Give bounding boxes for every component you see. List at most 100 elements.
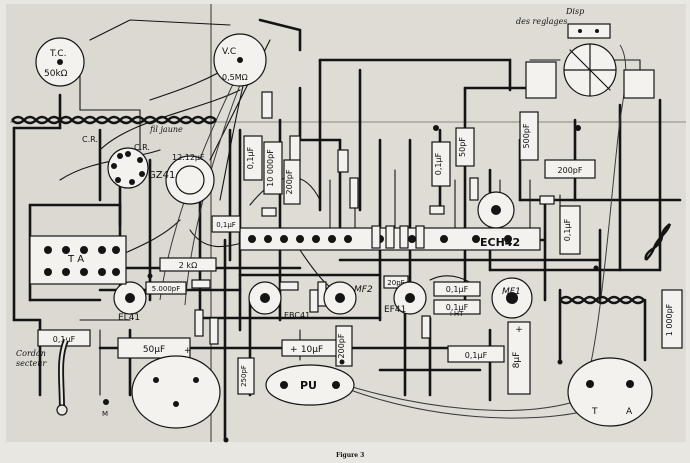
resistor (209, 317, 219, 345)
twisted-lead-left (11, 115, 217, 125)
cap-01uf-ech: 0,1μF (433, 281, 481, 297)
pickup-socket (265, 364, 355, 406)
resistor (429, 205, 445, 215)
terminal-block-ta (29, 235, 127, 285)
svg-text:5.000pF: 5.000pF (152, 285, 181, 293)
label-ht: +HT (448, 310, 464, 318)
resistor (421, 315, 431, 339)
label-mf1: MF1 (502, 287, 521, 297)
svg-text:200pF: 200pF (285, 169, 294, 194)
svg-text:200pF: 200pF (337, 333, 346, 358)
resistor (261, 207, 277, 217)
svg-text:200pF: 200pF (558, 166, 583, 175)
cap-10uf: 10μF + (281, 339, 343, 357)
label-ta-left: T A (67, 254, 84, 265)
cap-01uf-bottom: 0,1μF (447, 345, 505, 363)
resistor (385, 225, 395, 249)
label-t: T (591, 407, 598, 417)
svg-text:0,1μF: 0,1μF (434, 152, 443, 175)
resistor (337, 149, 349, 173)
svg-text:+: + (184, 346, 192, 356)
pot-tone-control (35, 37, 85, 87)
svg-text:8μF: 8μF (512, 352, 522, 369)
resistor (349, 177, 359, 209)
twisted-lead-right (559, 223, 672, 305)
label-cr-1: C.R. (82, 135, 98, 144)
tube-ech42 (477, 191, 515, 229)
resistor (309, 289, 319, 313)
resistor (191, 279, 211, 289)
cap-200pf-ef: 200pF (335, 325, 353, 367)
range-switch (525, 23, 655, 99)
label-a: A (626, 407, 633, 417)
cap-500pf: 500pF (519, 111, 539, 161)
label-des-reglages: des reglages (516, 17, 567, 26)
label-secteur: secteur (16, 359, 47, 368)
tube-ebc41 (248, 281, 282, 315)
cap-200pf-mid: 200pF (283, 159, 301, 205)
svg-text:+: + (290, 345, 298, 355)
electrolytic-can (165, 155, 215, 205)
svg-text:50pF: 50pF (458, 137, 467, 157)
resistor (415, 225, 425, 249)
resistor (279, 281, 299, 291)
label-fil-jaune: fil jaune (149, 125, 183, 134)
cap-01uf-right: 0,1μF (559, 205, 581, 255)
resistor (371, 225, 381, 249)
figure-caption: Figure 3 (336, 452, 364, 459)
resistor (194, 309, 204, 337)
output-transformer (131, 355, 221, 429)
svg-text:0,1μF: 0,1μF (446, 303, 469, 312)
resistor (469, 177, 479, 201)
cap-1000pf: 1 000pF (661, 289, 683, 349)
resistor (539, 195, 555, 205)
svg-text:10μF: 10μF (301, 345, 323, 355)
svg-text:0,1μF: 0,1μF (563, 218, 572, 241)
cap-01uf-tube: 0,1μF (211, 215, 241, 233)
svg-text:500pF: 500pF (522, 123, 531, 148)
cap-250pf: 250pF (237, 357, 255, 395)
label-vc: V.C (222, 47, 236, 57)
pot-volume-control (213, 33, 267, 87)
cap-10000pf: 10 000pF (263, 141, 283, 195)
tube-el41 (113, 281, 147, 315)
transformer-mf1 (491, 277, 533, 319)
antenna-earth-socket (567, 357, 653, 427)
label-el41: EL41 (118, 313, 140, 323)
tube-mf2-socket (323, 281, 357, 315)
label-tc: T.C. (49, 49, 66, 59)
cap-01uf-ef: 0,1μF (433, 299, 481, 315)
resistor-bank (191, 91, 555, 345)
label-tc-value: 50kΩ (44, 69, 68, 79)
svg-text:20pF: 20pF (387, 279, 404, 287)
cap-01uf-mid: 0,1μF (243, 135, 263, 181)
svg-text:2 kΩ: 2 kΩ (179, 261, 197, 270)
label-pu: PU (300, 379, 317, 392)
label-cordon: Cordon (16, 349, 46, 358)
cap-01uf-top: 0,1μF (431, 141, 451, 187)
resistor (289, 135, 301, 163)
tube-ef41 (393, 281, 427, 315)
label-ebc41: EBC41 (284, 311, 310, 320)
label-disp: Disp (565, 7, 584, 16)
resistor (399, 225, 409, 249)
cap-8uf: 8μF + (507, 321, 531, 395)
svg-text:+: + (515, 325, 523, 335)
resistor (261, 91, 273, 119)
svg-text:0,1μF: 0,1μF (246, 146, 255, 169)
svg-text:0,1μF: 0,1μF (216, 221, 236, 229)
tube-gz41 (107, 147, 149, 189)
label-m: M (102, 410, 108, 418)
mains-cord (56, 338, 69, 416)
svg-text:250pF: 250pF (240, 365, 248, 387)
label-ef41: EF41 (384, 305, 406, 315)
label-vc-value: 0,5MΩ (222, 73, 248, 82)
svg-text:50μF: 50μF (143, 345, 165, 355)
cap-50pf: 50pF (455, 127, 475, 167)
label-ech42: ECH42 (480, 236, 520, 249)
label-gz41: GZ41 (148, 170, 175, 181)
cap-50uf: 50μF + (117, 337, 192, 359)
resistor-2k: 2 kΩ (159, 257, 217, 272)
